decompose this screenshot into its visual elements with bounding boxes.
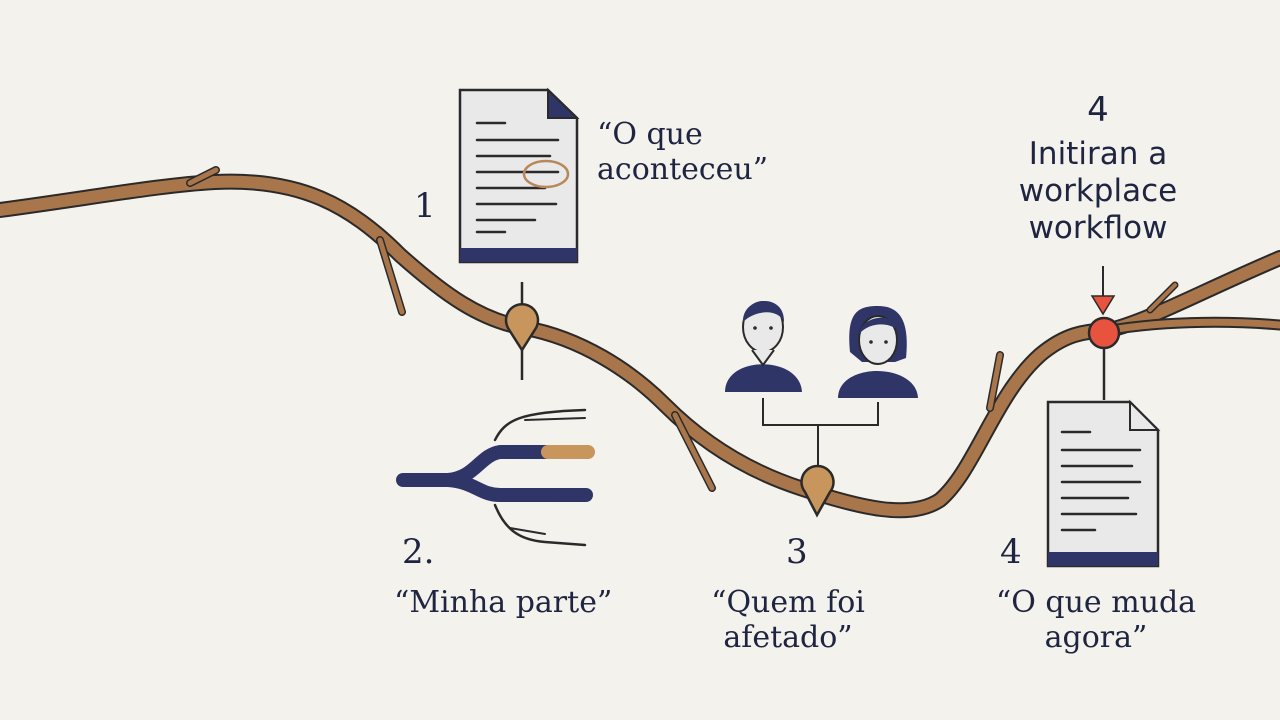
step-3-label: “Quem foi afetado” (711, 585, 865, 656)
document-icon (458, 87, 580, 264)
marker-1 (504, 282, 540, 380)
step-1-number: 1 (414, 186, 436, 226)
avatar-connector (762, 398, 879, 475)
marker-4 (1087, 316, 1121, 400)
man-avatar-icon (725, 300, 802, 392)
callout-text: Initiran a workplace workflow (1018, 136, 1178, 247)
callout-number: 4 (1087, 90, 1109, 130)
step-3-number: 3 (786, 532, 808, 572)
step-4-number: 4 (1000, 532, 1022, 572)
step-2-label: “Minha parte” (394, 585, 613, 620)
step-4-label: “O que muda agora” (995, 585, 1197, 656)
step-1-label: “O que aconteceu” (597, 117, 769, 188)
branch (0, 166, 1280, 519)
arrow-down-icon (1090, 266, 1116, 316)
step-2-number: 2. (402, 532, 435, 572)
marker-3 (800, 464, 835, 518)
fork-icon (396, 408, 595, 547)
document-icon-2 (1046, 399, 1161, 568)
woman-avatar-icon (838, 306, 918, 398)
